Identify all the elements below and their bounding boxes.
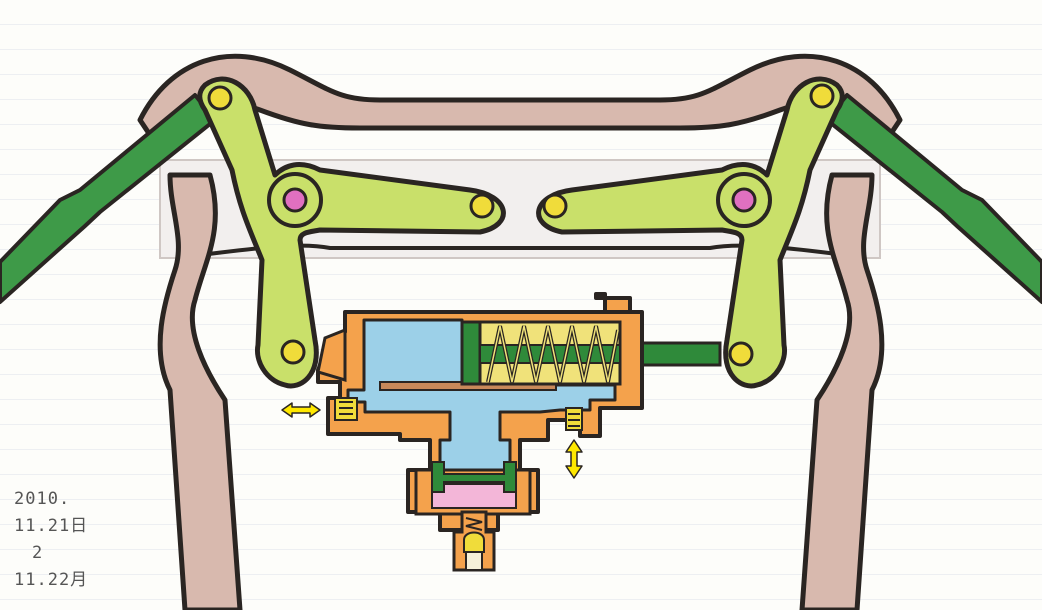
housing-nose <box>316 327 347 383</box>
right-small-spring-coils <box>568 413 580 427</box>
date-note-line-end: 11.22月 <box>14 570 89 590</box>
horizontal-double-arrow-icon <box>281 402 321 418</box>
main-spring-inner <box>487 325 619 383</box>
left-pillar <box>157 172 243 610</box>
right-lower-pin <box>728 341 754 367</box>
vertical-double-arrow-icon <box>565 439 583 479</box>
date-note-line-separator: 2 <box>32 543 44 563</box>
outlet-ball-seat <box>463 531 485 553</box>
right-bell-crank <box>536 76 845 389</box>
left-arm-pin <box>469 193 495 219</box>
right-arm-pin <box>542 193 568 219</box>
right-upper-pin <box>809 83 835 109</box>
upper-crossmember <box>137 53 903 153</box>
left-bell-crank <box>197 76 506 389</box>
green-plunger <box>431 461 517 493</box>
piston <box>460 320 482 386</box>
right-pillar <box>799 172 885 610</box>
left-pivot-center <box>282 187 308 213</box>
outlet-spring <box>465 517 483 531</box>
date-note-line-start: 11.21日 <box>14 516 89 536</box>
pink-chamber <box>431 483 517 509</box>
handwritten-date-note: 2010. 11.21日 2 11.22月 <box>14 486 124 594</box>
left-upper-pin <box>207 85 233 111</box>
date-note-line-year: 2010. <box>14 489 71 509</box>
cross-beam-edge <box>199 243 846 257</box>
right-pivot-center <box>731 187 757 213</box>
left-lower-pin <box>280 339 306 365</box>
left-small-spring-coils <box>339 401 353 415</box>
fluid-chamber <box>346 318 617 472</box>
outlet-pipe <box>465 551 483 571</box>
